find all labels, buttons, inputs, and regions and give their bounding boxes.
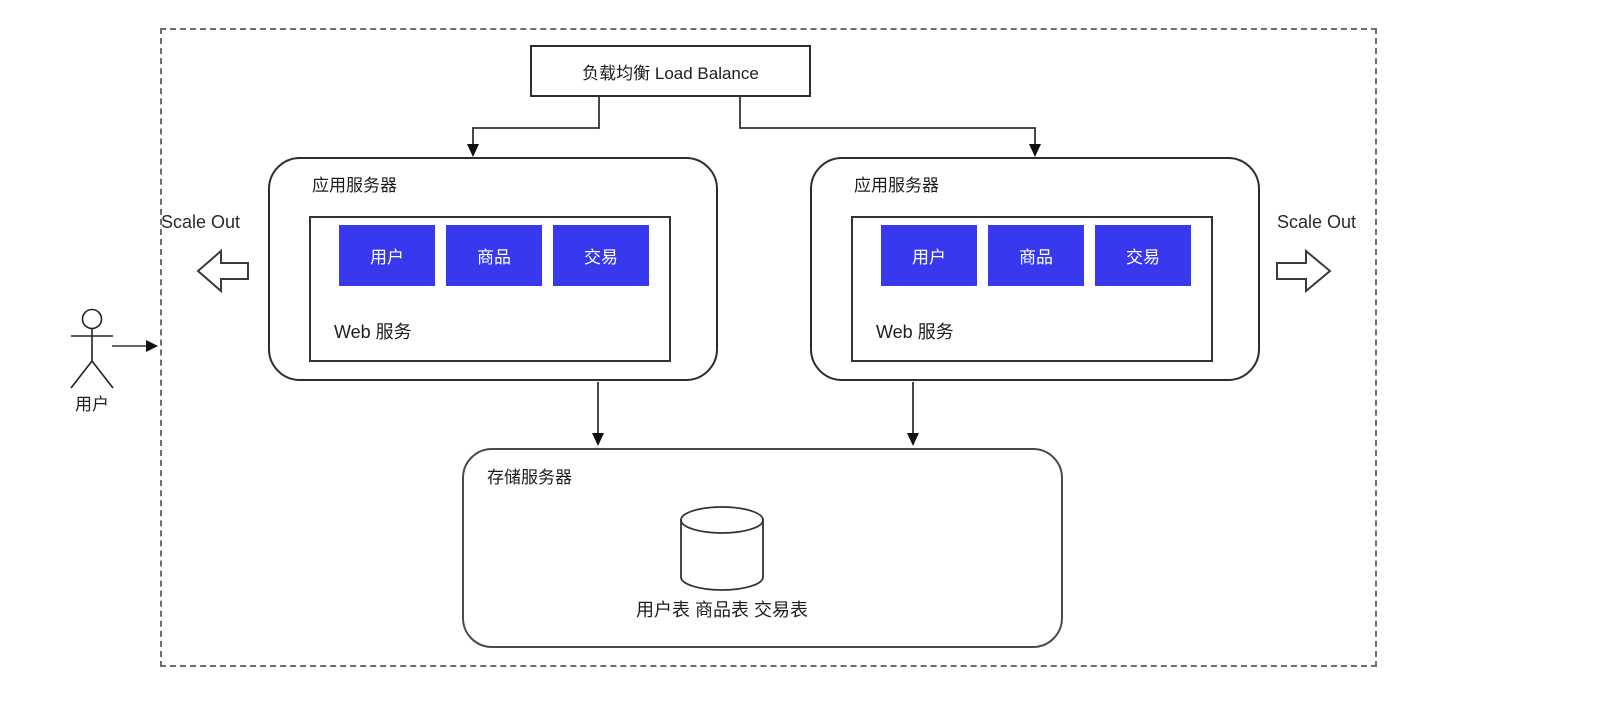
web-service-label-right: Web 服务 bbox=[876, 322, 954, 342]
scale-out-left-label: Scale Out bbox=[161, 212, 241, 232]
storage-server-box: 存储服务器 bbox=[462, 448, 1063, 648]
web-service-box-left: 用户 商品 交易 Web 服务 bbox=[309, 216, 671, 362]
web-service-box-right: 用户 商品 交易 Web 服务 bbox=[851, 216, 1213, 362]
app-server-right: 应用服务器 用户 商品 交易 Web 服务 bbox=[810, 157, 1260, 381]
module-products-right: 商品 bbox=[988, 225, 1084, 286]
load-balancer-box: 负载均衡 Load Balance bbox=[530, 45, 811, 97]
module-trade-left: 交易 bbox=[553, 225, 649, 286]
module-users-right: 用户 bbox=[881, 225, 977, 286]
module-row-right: 用户 商品 交易 bbox=[881, 225, 1191, 286]
module-row-left: 用户 商品 交易 bbox=[339, 225, 649, 286]
system-boundary bbox=[160, 28, 1377, 667]
arrowhead-right-user-icon bbox=[146, 340, 158, 352]
module-trade-right: 交易 bbox=[1095, 225, 1191, 286]
database-label: 数据库 bbox=[697, 558, 746, 575]
web-service-label-left: Web 服务 bbox=[334, 322, 412, 342]
user-actor-label: 用户 bbox=[75, 395, 109, 414]
storage-server-title: 存储服务器 bbox=[487, 468, 572, 487]
module-users-left: 用户 bbox=[339, 225, 435, 286]
app-server-left: 应用服务器 用户 商品 交易 Web 服务 bbox=[268, 157, 718, 381]
database-tables-label: 用户表 商品表 交易表 bbox=[635, 600, 808, 620]
load-balancer-label: 负载均衡 Load Balance bbox=[582, 63, 759, 83]
app-server-left-title: 应用服务器 bbox=[312, 176, 397, 195]
module-products-left: 商品 bbox=[446, 225, 542, 286]
app-server-right-title: 应用服务器 bbox=[854, 176, 939, 195]
user-actor-icon bbox=[70, 308, 114, 389]
scale-out-right-label: Scale Out bbox=[1277, 212, 1357, 232]
